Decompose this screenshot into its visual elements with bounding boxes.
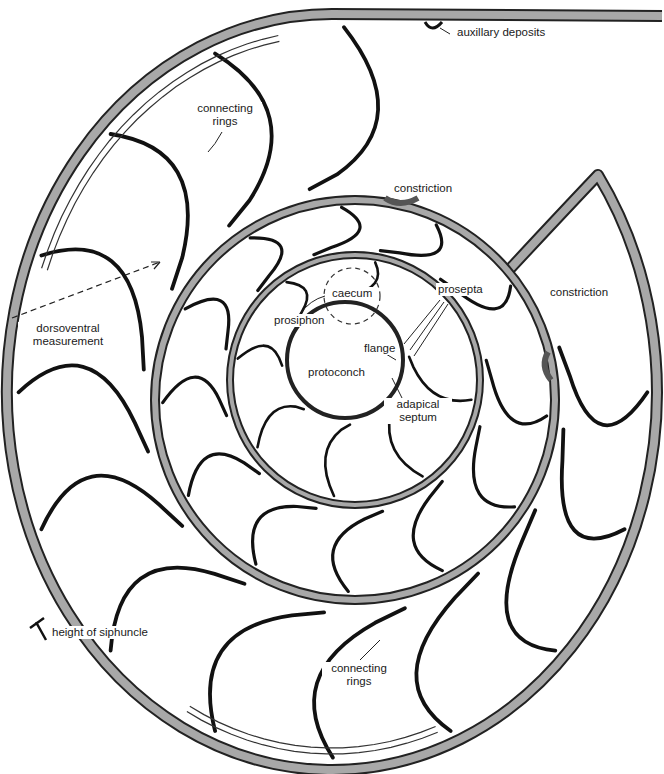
septum <box>215 54 272 226</box>
septum <box>413 482 442 571</box>
part-label: constriction <box>392 182 454 195</box>
septum <box>238 346 282 366</box>
septum <box>41 249 143 369</box>
septum <box>19 365 149 451</box>
part-label: connecting rings <box>322 662 396 688</box>
septum <box>506 510 555 650</box>
connecting-ring <box>42 36 279 269</box>
septum <box>250 238 282 291</box>
septum <box>310 27 379 189</box>
part-label: constriction <box>548 286 610 299</box>
septum <box>163 377 227 415</box>
septum <box>333 511 383 591</box>
septum <box>473 427 514 507</box>
septum <box>380 225 441 255</box>
connecting-ring <box>190 706 436 748</box>
septum <box>409 357 471 401</box>
septum <box>188 454 259 495</box>
septum <box>325 425 350 496</box>
connecting-ring <box>47 41 279 270</box>
shell-wall <box>7 14 662 770</box>
septum <box>314 608 405 757</box>
part-label: caecum <box>330 287 374 300</box>
part-label: height of siphuncle <box>50 626 150 639</box>
connecting-ring <box>42 36 438 754</box>
part-label: flange <box>362 342 397 355</box>
septum <box>41 476 182 530</box>
septum <box>210 612 324 731</box>
part-label: connecting rings <box>188 102 262 128</box>
part-label: auxillary deposits <box>455 26 547 39</box>
septum <box>559 348 647 426</box>
septum <box>111 134 188 289</box>
part-label: prosepta <box>436 283 485 296</box>
septum <box>258 406 304 447</box>
part-label: adapical septum <box>384 398 452 424</box>
septum <box>416 574 478 732</box>
septum <box>253 506 317 564</box>
septum <box>314 207 360 254</box>
part-label: protoconch <box>306 366 367 379</box>
part-label: prosiphon <box>272 314 327 327</box>
part-label: dorsoventral measurement <box>18 322 118 348</box>
septum <box>486 360 546 424</box>
septum <box>185 299 229 349</box>
septum <box>562 429 625 538</box>
septa <box>19 27 648 757</box>
